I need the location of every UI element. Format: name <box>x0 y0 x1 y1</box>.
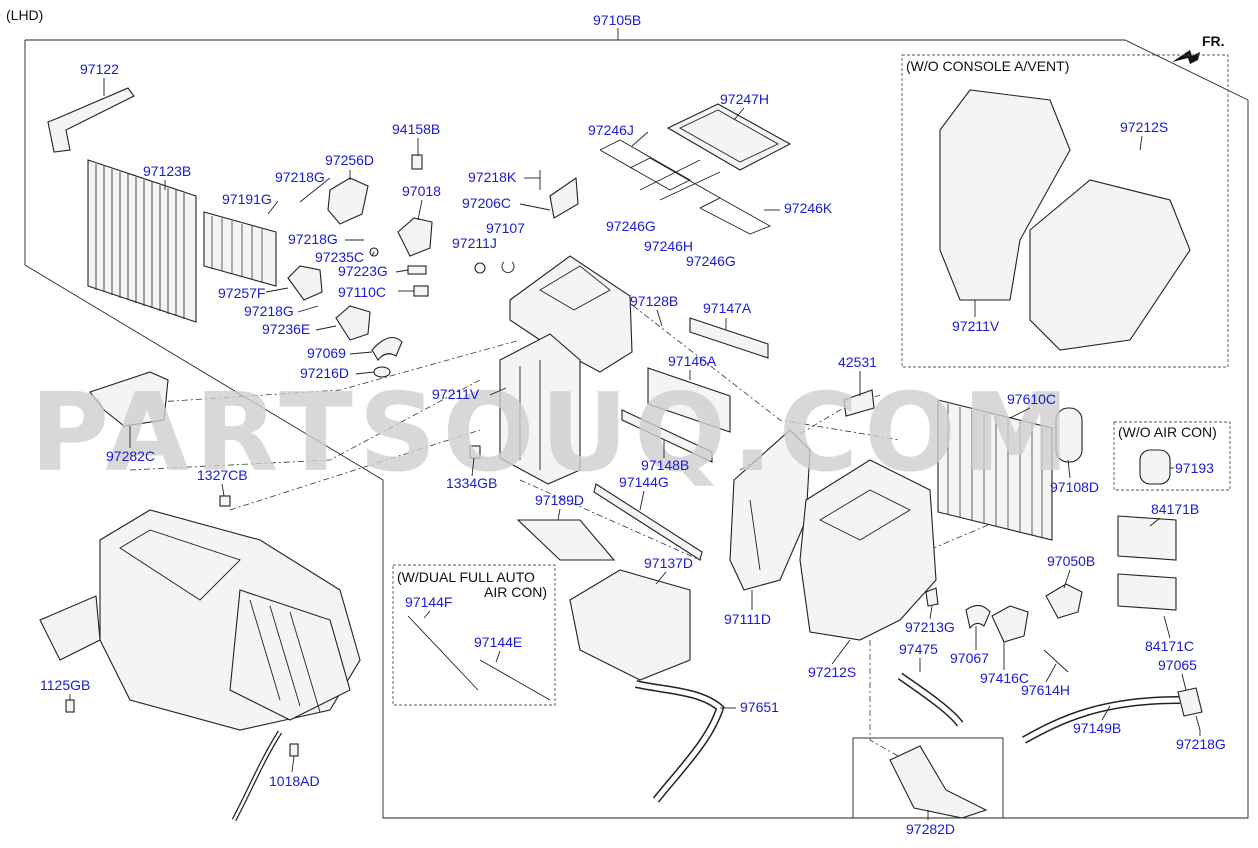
upper-case-part <box>509 255 633 373</box>
callout-label: 97211V <box>432 386 480 402</box>
callout-label: 97236E <box>262 321 310 337</box>
console-vent-title: (W/O CONSOLE A/VENT) <box>906 58 1069 74</box>
callout-label: 97050B <box>1047 553 1095 569</box>
console-vent-box: (W/O CONSOLE A/VENT) <box>901 54 1229 368</box>
callout-label: 97193 <box>1175 460 1214 476</box>
callout-label: 97069 <box>307 345 346 361</box>
front-arrow-icon <box>1172 50 1200 64</box>
callout-label: 84171B <box>1151 501 1199 517</box>
callout-label: 97614H <box>1021 682 1070 698</box>
filter-frames-part <box>599 103 792 235</box>
callout-label: 97212S <box>808 664 856 680</box>
callout-label: 97256D <box>325 152 374 168</box>
callout-label: 97108D <box>1050 479 1099 495</box>
right-small-parts <box>65 389 1203 822</box>
callout-label: 97246K <box>784 200 833 216</box>
callout-label: 97212S <box>1120 119 1168 135</box>
callout-label: 97189D <box>535 492 584 508</box>
callout-label: 97191G <box>222 191 272 207</box>
duct-parts <box>89 371 988 819</box>
filter-box-part <box>569 569 691 681</box>
callout-label: 97067 <box>950 650 989 666</box>
callout-label: 97246G <box>686 253 736 269</box>
callout-label: 97128B <box>630 293 678 309</box>
callout-label: 1334GB <box>446 475 497 491</box>
callout-label: 97111D <box>724 611 771 627</box>
air-con-box: (W/O AIR CON) <box>1113 421 1231 491</box>
callout-label: 1125GB <box>40 677 90 693</box>
air-con-title: (W/O AIR CON) <box>1118 424 1217 440</box>
seal-parts <box>1055 407 1177 611</box>
callout-label: 97148B <box>641 457 689 473</box>
callout-label: 97218G <box>1176 736 1226 752</box>
callout-label: 97218G <box>275 169 325 185</box>
corner-note: (LHD) <box>6 7 43 23</box>
callout-label: 84171C <box>1145 638 1194 654</box>
small-parts-left <box>287 154 579 378</box>
callout-label: 97216D <box>300 365 349 381</box>
callout-label: 97651 <box>740 699 779 715</box>
callout-label: 97282D <box>906 821 955 837</box>
callout-label: 97246J <box>588 122 634 138</box>
callout-label: 97137D <box>644 555 693 571</box>
heater-core-part <box>203 211 277 287</box>
heater-matrix-part <box>937 399 1053 541</box>
callout-label: 42531 <box>838 354 877 370</box>
callout-label: 97144G <box>619 474 669 490</box>
watermark: PARTSOUQ.COM <box>30 371 1075 496</box>
callout-label: 94158B <box>392 121 440 137</box>
dual-auto-box: (W/DUAL FULL AUTO AIR CON) <box>392 564 556 706</box>
hvac-unit-part <box>39 509 361 731</box>
callout-label: 97211V <box>952 318 1000 334</box>
dual-auto-title-2: AIR CON) <box>484 584 547 600</box>
callout-label: 1018AD <box>269 773 320 789</box>
callout-label: 97107 <box>486 220 525 236</box>
callout-label: 97110C <box>338 284 386 300</box>
evaporator-core-part <box>87 159 197 323</box>
callout-label: 97123B <box>143 163 191 179</box>
callout-label: 97235C <box>315 249 364 265</box>
callout-label: 97144E <box>474 634 522 650</box>
callout-label: 97218G <box>288 231 338 247</box>
callout-label: 97218K <box>468 169 517 185</box>
callout-label: 97147A <box>703 300 752 316</box>
callout-label: 97146A <box>668 353 717 369</box>
callout-label: 97144F <box>405 594 452 610</box>
assembly-label: 97105B <box>593 12 641 28</box>
front-indicator: FR. <box>1202 33 1225 49</box>
left-case-part <box>499 333 581 485</box>
assembly-frame <box>24 28 1249 819</box>
callout-label: 1327CB <box>197 467 248 483</box>
callout-label: 97211J <box>452 235 497 251</box>
callout-label: 97257F <box>218 285 265 301</box>
callout-label: 97122 <box>80 61 119 77</box>
center-case-part <box>729 429 811 591</box>
drain-hose-part <box>635 680 725 803</box>
callout-label: 97213G <box>905 619 955 635</box>
right-case-part <box>799 459 937 641</box>
callout-label: 97018 <box>402 183 441 199</box>
console-vent-parts <box>939 89 1191 351</box>
filter-tray-part <box>516 519 616 561</box>
callout-label: 97065 <box>1158 657 1197 673</box>
door-parts <box>593 317 769 561</box>
callout-label: 97282C <box>106 448 155 464</box>
callout-label: 97149B <box>1073 720 1121 736</box>
dual-auto-title-1: (W/DUAL FULL AUTO <box>397 569 535 585</box>
callout-label: 97246G <box>606 218 656 234</box>
evaporator-pipe-part <box>47 87 191 174</box>
leader-lines <box>69 78 1201 820</box>
callout-label: 97610C <box>1007 391 1056 407</box>
callout-label: 97247H <box>720 91 769 107</box>
callout-label: 97475 <box>899 641 938 657</box>
callout-label: 97246H <box>644 238 693 254</box>
callout-labels: 97122 97123B 97191G 97218G 97256D 94158B… <box>40 61 1226 837</box>
dual-auto-cables <box>407 615 551 701</box>
callout-label: 97416C <box>980 670 1029 686</box>
callout-label: 97218G <box>244 303 294 319</box>
callout-label: 97206C <box>462 195 511 211</box>
callout-label: 97223G <box>338 263 388 279</box>
